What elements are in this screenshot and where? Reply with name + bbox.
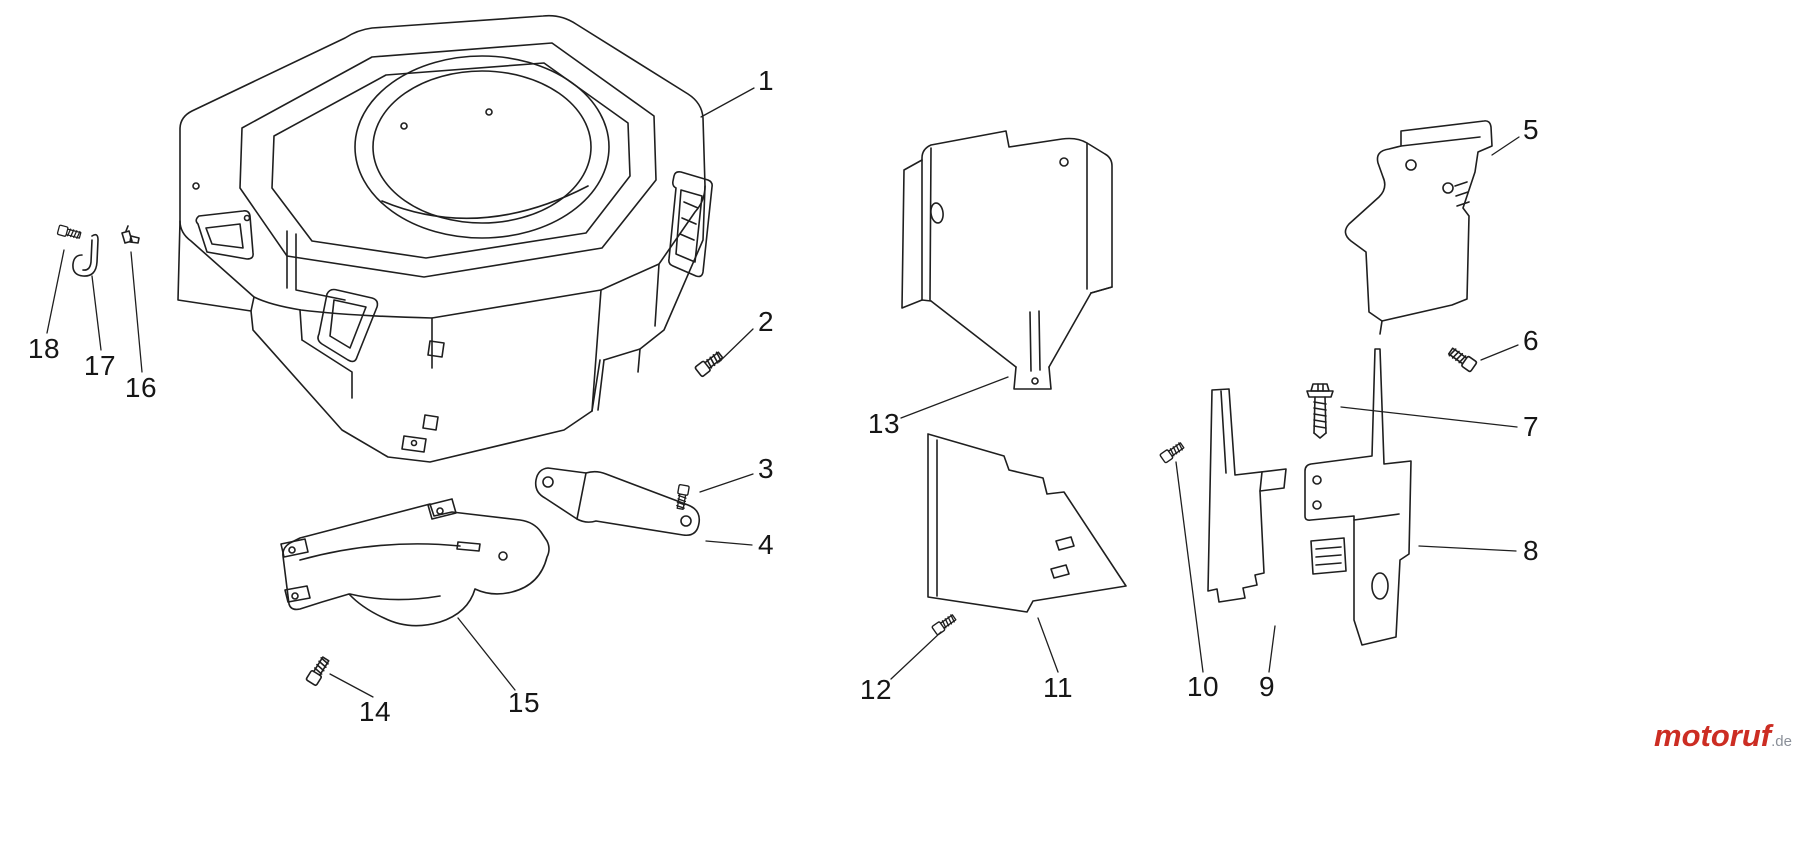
- leader-line-18: [46, 249, 65, 334]
- part-2-screw: [693, 349, 725, 378]
- part-14-screw: [305, 654, 332, 687]
- part-10-screw: [1159, 440, 1186, 464]
- leader-line-16: [130, 251, 143, 373]
- part-callout-2: 2: [757, 306, 775, 337]
- part-callout-1: 1: [757, 65, 775, 96]
- part-18-screw: [56, 224, 82, 241]
- part-4-strap-bracket: [534, 467, 701, 537]
- part-6-screw: [1446, 345, 1478, 373]
- part-7-hex-bolt: [1306, 383, 1334, 439]
- leader-line-9: [1268, 625, 1276, 673]
- leader-line-15: [457, 617, 516, 691]
- part-callout-10: 10: [1186, 671, 1220, 702]
- part-12-screw: [931, 612, 958, 636]
- part-5-bracket: [1344, 120, 1493, 335]
- leader-line-4: [705, 540, 753, 546]
- part-17-j-hook: [72, 233, 99, 277]
- leader-line-14: [329, 673, 374, 698]
- watermark-logo: motoruf.de: [1654, 720, 1792, 751]
- leader-line-2: [718, 328, 754, 363]
- leader-lines: [46, 87, 1520, 698]
- leader-line-5: [1491, 136, 1520, 156]
- leader-line-6: [1480, 344, 1519, 361]
- part-callout-11: 11: [1042, 672, 1074, 703]
- part-1-blower-housing: [177, 14, 713, 463]
- leader-line-7: [1340, 406, 1518, 428]
- part-callout-15: 15: [507, 687, 541, 718]
- part-8-side-bracket: [1304, 348, 1412, 646]
- leader-line-8: [1418, 545, 1517, 552]
- part-11-baffle: [927, 433, 1127, 613]
- leader-line-13: [900, 376, 1009, 419]
- part-callout-17: 17: [83, 350, 117, 381]
- leader-line-10: [1175, 461, 1204, 673]
- part-callout-4: 4: [757, 529, 775, 560]
- part-callout-6: 6: [1522, 325, 1540, 356]
- leader-line-1: [700, 87, 755, 118]
- leader-line-12: [890, 631, 942, 680]
- leader-line-17: [91, 275, 102, 351]
- part-callout-18: 18: [27, 333, 61, 364]
- part-callout-9: 9: [1258, 671, 1276, 702]
- part-13-shroud-baffle: [901, 130, 1113, 390]
- watermark-suffix-text: .de: [1771, 733, 1792, 750]
- part-15-baffle-plate: [280, 498, 550, 627]
- part-callout-8: 8: [1522, 535, 1540, 566]
- part-callout-16: 16: [124, 372, 158, 403]
- part-callout-3: 3: [757, 453, 775, 484]
- part-16-clip: [121, 225, 140, 244]
- part-9-baffle: [1207, 388, 1287, 603]
- part-callout-14: 14: [358, 696, 392, 727]
- part-callout-13: 13: [867, 408, 901, 439]
- part-callout-7: 7: [1522, 411, 1540, 442]
- part-callout-5: 5: [1522, 114, 1540, 145]
- leader-line-11: [1037, 617, 1059, 673]
- part-3-screw: [674, 483, 690, 511]
- leader-line-3: [699, 473, 754, 493]
- watermark-brand-text: motoruf: [1654, 718, 1772, 753]
- part-callout-12: 12: [859, 674, 893, 705]
